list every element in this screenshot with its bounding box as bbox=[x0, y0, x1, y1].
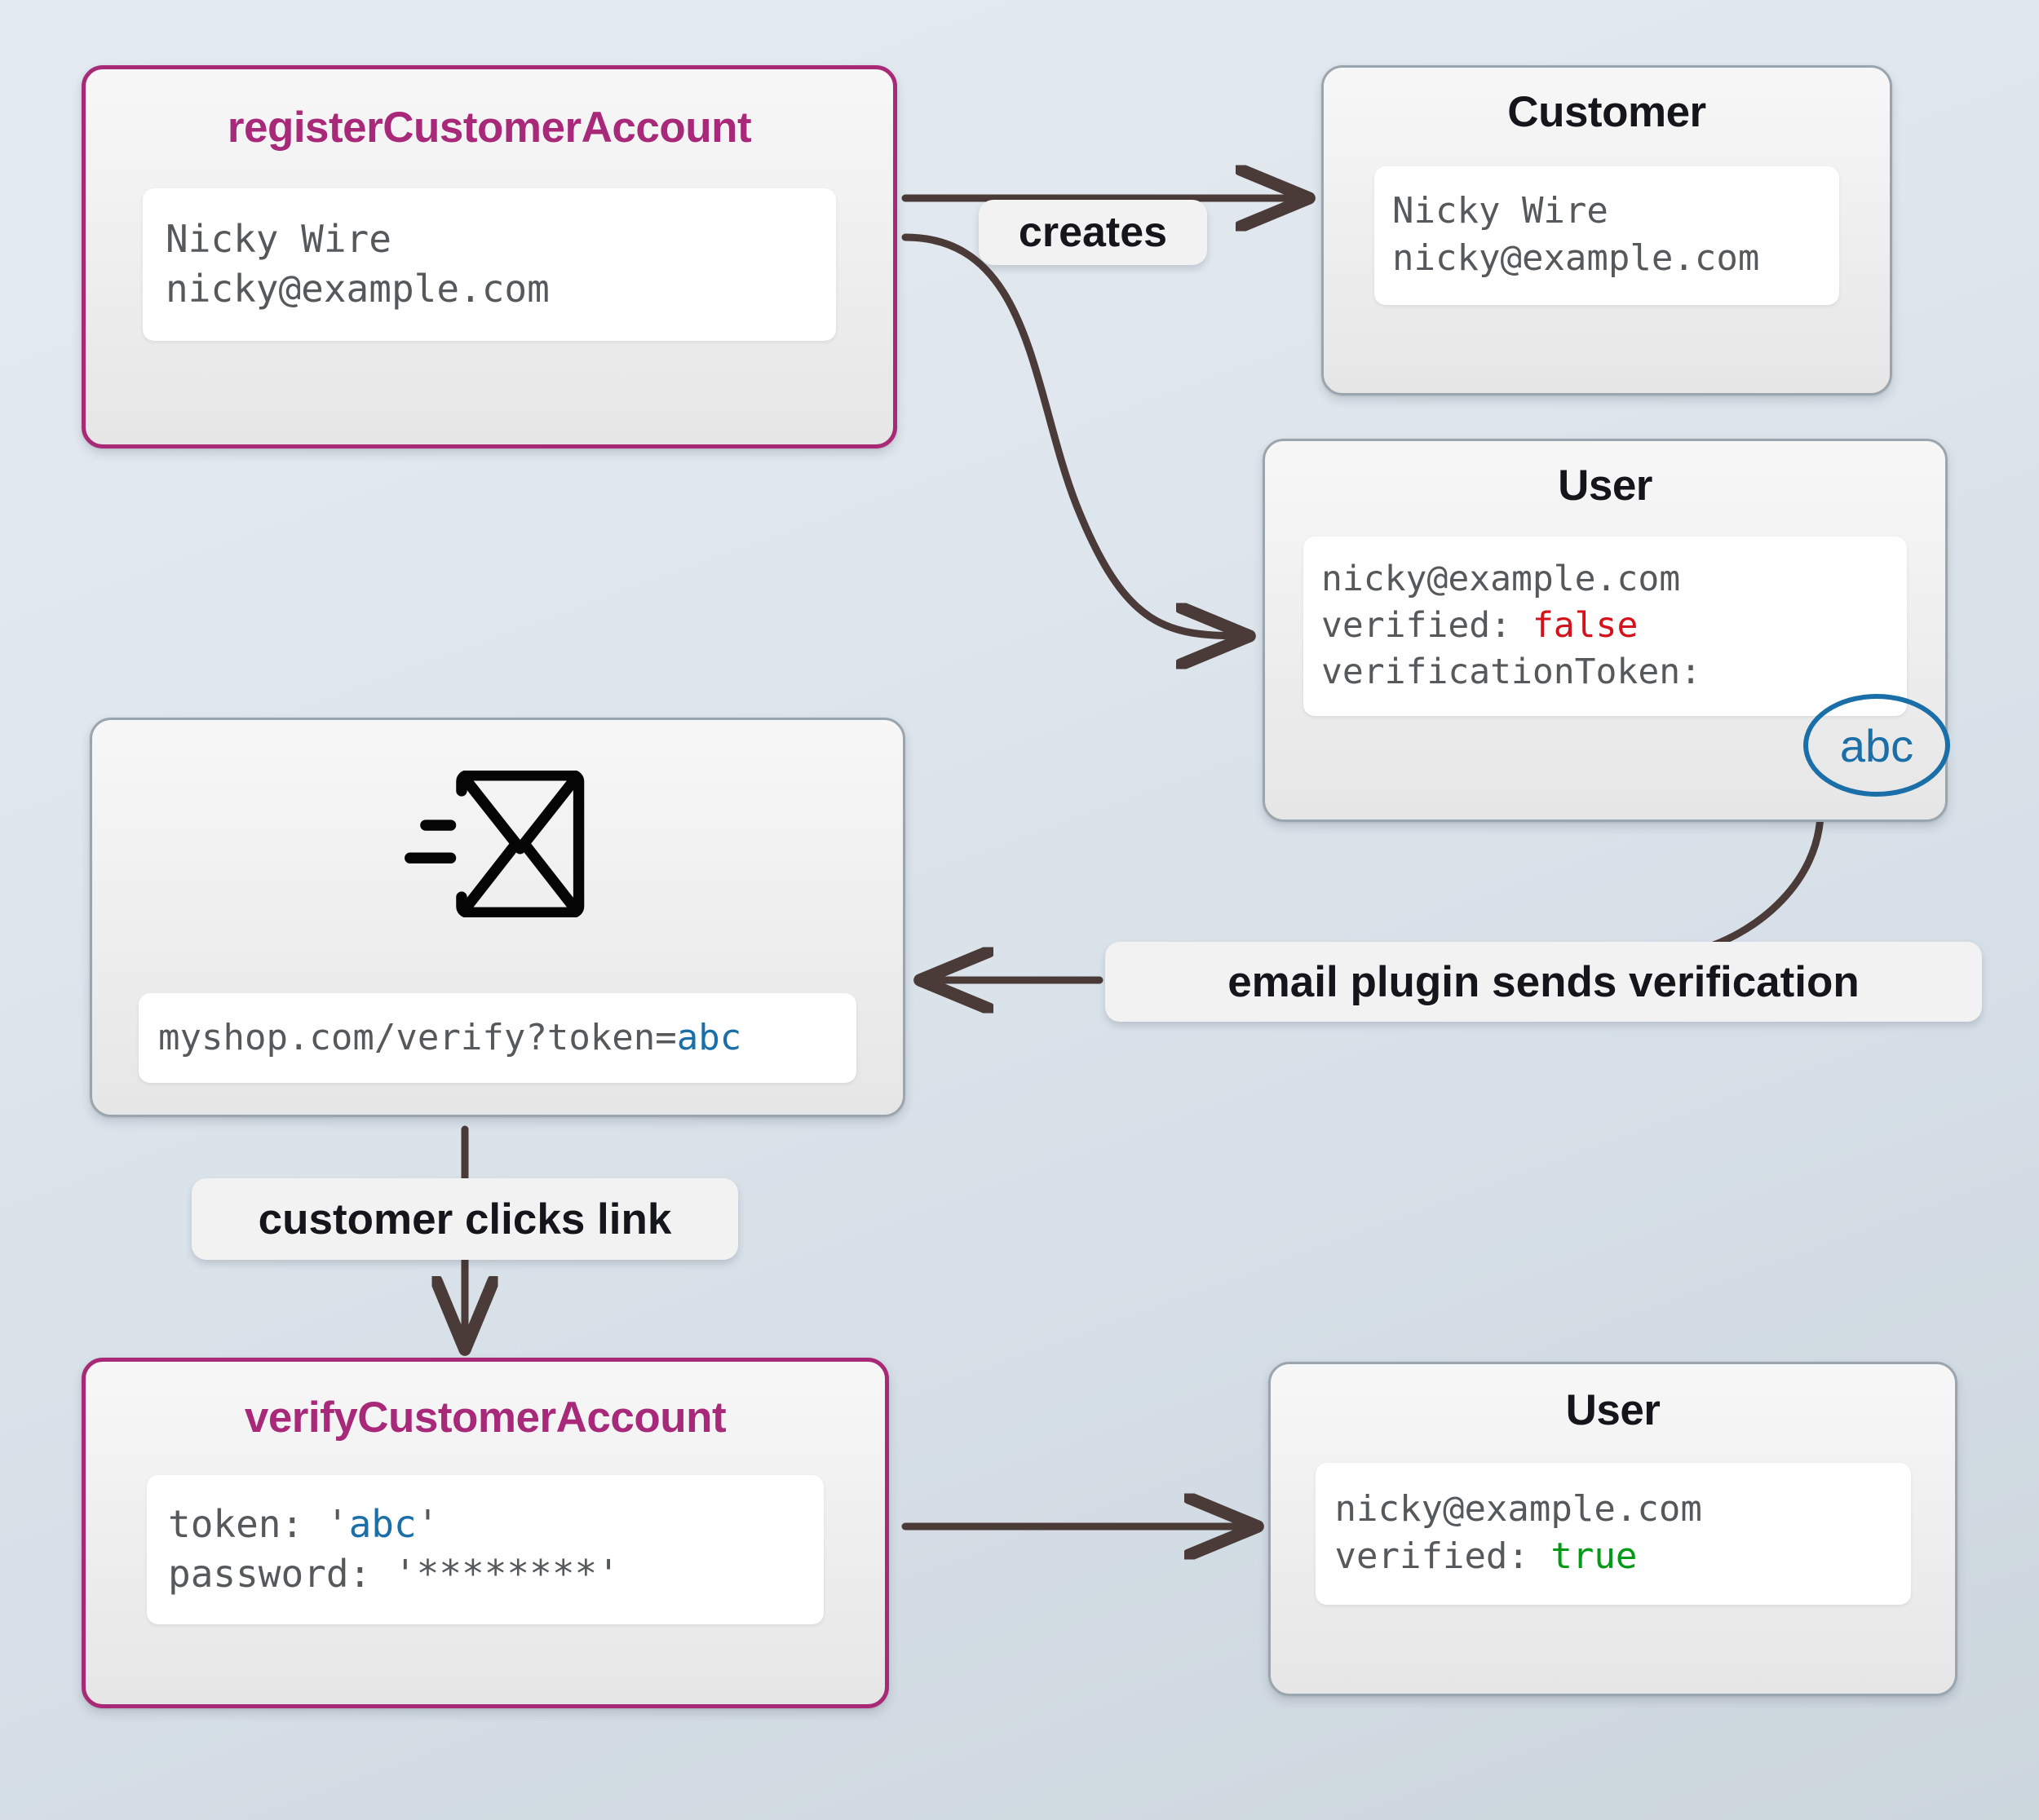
node-user-unverified[interactable]: User nicky@example.com verified: false v… bbox=[1263, 439, 1950, 822]
email-link-panel: myshop.com/verify?token=abc bbox=[139, 993, 856, 1084]
user-verified-email: nicky@example.com bbox=[1334, 1488, 1702, 1530]
node-verification-email[interactable]: myshop.com/verify?token=abc bbox=[90, 718, 905, 1117]
node-title-user-verified: User bbox=[1565, 1386, 1661, 1434]
node-register-customer-account[interactable]: registerCustomerAccount Nicky Wire nicky… bbox=[82, 65, 897, 448]
verify-token-quote-close: ' bbox=[416, 1502, 440, 1546]
user-verified-verified-value: true bbox=[1550, 1535, 1638, 1578]
user-verified-verified-key: verified: bbox=[1334, 1535, 1551, 1578]
verify-token-value: abc bbox=[348, 1502, 417, 1546]
verify-token-key: token: bbox=[168, 1502, 326, 1546]
node-customer[interactable]: Customer Nicky Wire nicky@example.com bbox=[1321, 65, 1892, 395]
verify-token-row: token: 'abc' bbox=[168, 1500, 803, 1549]
node-user-verified[interactable]: User nicky@example.com verified: true bbox=[1268, 1362, 1957, 1696]
user-unverified-verified-value: false bbox=[1532, 604, 1639, 646]
user-unverified-verified-row: verified: false bbox=[1321, 603, 1889, 649]
register-email: nicky@example.com bbox=[166, 266, 550, 311]
node-title-customer: Customer bbox=[1507, 88, 1706, 136]
register-name: Nicky Wire bbox=[166, 217, 391, 261]
edge-label-creates: creates bbox=[979, 200, 1207, 265]
node-verify-customer-account[interactable]: verifyCustomerAccount token: 'abc' passw… bbox=[82, 1358, 889, 1708]
user-unverified-token-key: verificationToken: bbox=[1321, 651, 1701, 692]
verify-token-quote-open: ' bbox=[325, 1502, 349, 1546]
node-title-register-customer-account: registerCustomerAccount bbox=[227, 104, 752, 152]
customer-name: Nicky Wire bbox=[1392, 190, 1608, 232]
node-title-user-unverified: User bbox=[1558, 462, 1652, 510]
email-verification-url: myshop.com/verify?token=abc bbox=[158, 1014, 837, 1062]
user-unverified-data-panel: nicky@example.com verified: false verifi… bbox=[1303, 537, 1907, 717]
user-unverified-verified-key: verified: bbox=[1321, 604, 1533, 646]
verify-password-row: password: '********' bbox=[168, 1549, 803, 1599]
edge-user-to-email-plugin bbox=[1701, 811, 1824, 952]
edge-label-email-plugin-sends-verification: email plugin sends verification bbox=[1105, 942, 1982, 1022]
verification-token-highlight: abc bbox=[1803, 694, 1950, 797]
verification-token-value: abc bbox=[1839, 719, 1914, 771]
user-verified-data-panel: nicky@example.com verified: true bbox=[1315, 1463, 1911, 1606]
user-unverified-email: nicky@example.com bbox=[1321, 559, 1681, 599]
verify-password-key: password: bbox=[168, 1551, 394, 1596]
email-url-prefix: myshop.com/verify?token= bbox=[158, 1017, 677, 1058]
verify-password-value: '********' bbox=[393, 1551, 620, 1596]
edge-creates-to-user bbox=[901, 233, 1244, 636]
verify-data-panel: token: 'abc' password: '********' bbox=[147, 1475, 824, 1625]
node-title-verify-customer-account: verifyCustomerAccount bbox=[244, 1394, 727, 1442]
customer-email: nicky@example.com bbox=[1392, 237, 1760, 280]
user-verified-verified-row: verified: true bbox=[1335, 1533, 1891, 1580]
customer-data-panel: Nicky Wire nicky@example.com bbox=[1374, 166, 1839, 306]
register-data-panel: Nicky Wire nicky@example.com bbox=[143, 188, 836, 342]
email-url-token: abc bbox=[676, 1017, 742, 1058]
send-email-icon bbox=[404, 770, 591, 921]
edge-label-customer-clicks-link: customer clicks link bbox=[192, 1178, 738, 1260]
user-unverified-token-row: verificationToken: bbox=[1321, 649, 1889, 696]
